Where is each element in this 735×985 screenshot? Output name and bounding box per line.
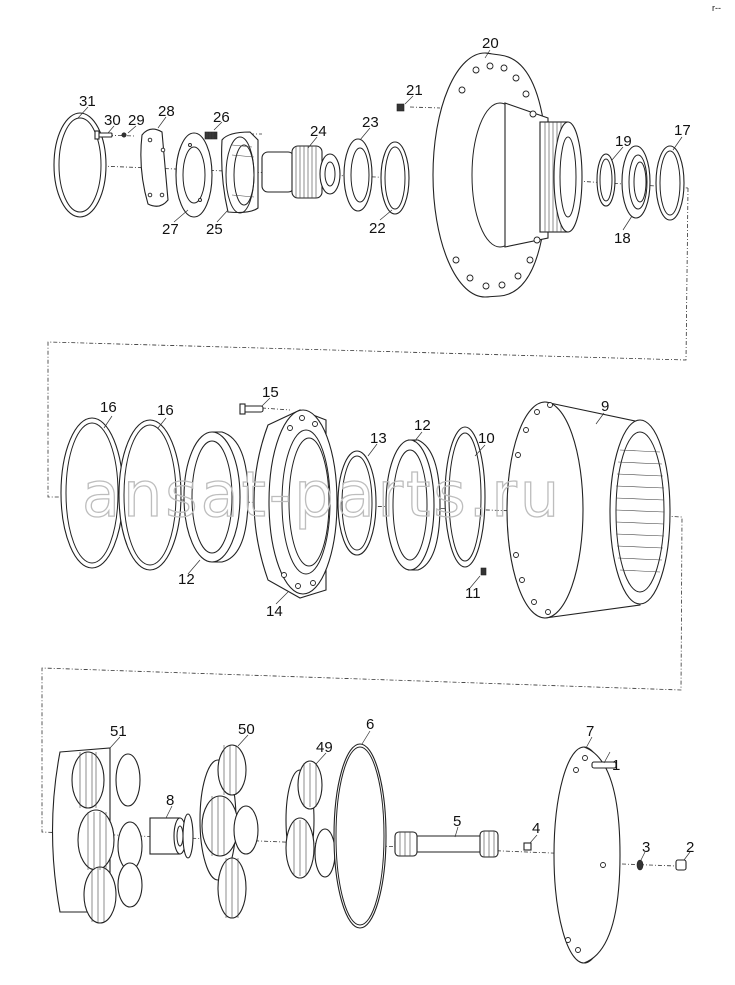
- part-5-shaft: [394, 830, 499, 858]
- part-11-pin: [480, 567, 487, 576]
- part-25-hub: [221, 131, 259, 214]
- part-8-bushing: [149, 813, 194, 859]
- callout-15: 15: [262, 384, 279, 401]
- part-4-plug: [523, 842, 532, 851]
- callout-5: 5: [453, 813, 461, 830]
- part-30-bolt: [94, 130, 113, 140]
- callout-29: 29: [128, 112, 145, 129]
- part-9-ring-gear: [506, 401, 671, 619]
- leader-lines: [77, 49, 691, 861]
- part-12-bearing-right: [385, 439, 441, 571]
- callout-7: 7: [586, 723, 594, 740]
- callout-9: 9: [601, 398, 609, 415]
- part-12-bearing-left: [183, 431, 249, 563]
- callout-12-a: 12: [178, 571, 195, 588]
- part-51-planet-carrier: [51, 747, 143, 924]
- part-22-seal: [380, 141, 410, 215]
- part-29-washer: [121, 132, 127, 138]
- part-3-washer: [636, 859, 644, 871]
- part-31-ring: [53, 112, 107, 218]
- callout-28: 28: [158, 103, 175, 120]
- callout-16-b: 16: [157, 402, 174, 419]
- callout-26: 26: [213, 109, 230, 126]
- corner-mark: r--: [712, 3, 721, 13]
- callout-25: 25: [206, 221, 223, 238]
- callout-23: 23: [362, 114, 379, 131]
- callout-24: 24: [310, 123, 327, 140]
- callout-11: 11: [465, 585, 481, 602]
- callout-4: 4: [532, 820, 540, 837]
- callout-labels: 1 2 3 4 5 6 7 8 9 10 11 12 12 13 14 15 1…: [79, 35, 694, 856]
- part-13-ring: [337, 450, 377, 556]
- part-50-planet-gears: [199, 744, 259, 919]
- part-6-o-ring: [333, 743, 387, 929]
- callout-6: 6: [366, 716, 374, 733]
- callout-49: 49: [316, 739, 333, 756]
- callout-16-a: 16: [100, 399, 117, 416]
- callout-18: 18: [614, 230, 631, 247]
- callout-31: 31: [79, 93, 96, 110]
- callout-10: 10: [478, 430, 495, 447]
- callout-50: 50: [238, 721, 255, 738]
- callout-17: 17: [674, 122, 691, 139]
- part-2-bolt: [675, 859, 687, 871]
- part-49-planet-gears: [285, 760, 336, 879]
- callout-13: 13: [370, 430, 387, 447]
- part-19-ring: [596, 153, 616, 207]
- part-28-plate: [140, 128, 169, 207]
- part-7-cover: [553, 746, 621, 964]
- callout-30: 30: [104, 112, 121, 129]
- callout-2: 2: [686, 839, 694, 856]
- callout-51: 51: [110, 723, 127, 740]
- part-10-snap-ring: [444, 426, 486, 568]
- callout-20: 20: [482, 35, 499, 52]
- callout-22: 22: [369, 220, 386, 237]
- part-26-spring: [204, 131, 218, 140]
- part-27-disc: [175, 132, 213, 218]
- part-20-housing: [432, 52, 583, 298]
- part-1-pin: [591, 761, 617, 769]
- callout-3: 3: [642, 839, 650, 856]
- part-14-carrier: [253, 409, 338, 599]
- callout-12-b: 12: [414, 417, 431, 434]
- part-24-shaft: [261, 145, 341, 199]
- part-15-bolt: [239, 403, 264, 415]
- watermark-text: ansat-parts.ru: [82, 458, 562, 531]
- callout-21: 21: [406, 82, 423, 99]
- callout-14: 14: [266, 603, 283, 620]
- part-23-bearing: [343, 138, 373, 212]
- callout-8: 8: [166, 792, 174, 809]
- housing-bolt-holes: [452, 62, 541, 290]
- part-16-ring-b: [118, 419, 182, 571]
- part-18-bearing: [621, 145, 651, 219]
- callout-19: 19: [615, 133, 632, 150]
- part-17-seal: [655, 145, 685, 221]
- part-21-plug: [396, 103, 405, 112]
- callout-27: 27: [162, 221, 179, 238]
- callout-1: 1: [612, 757, 620, 774]
